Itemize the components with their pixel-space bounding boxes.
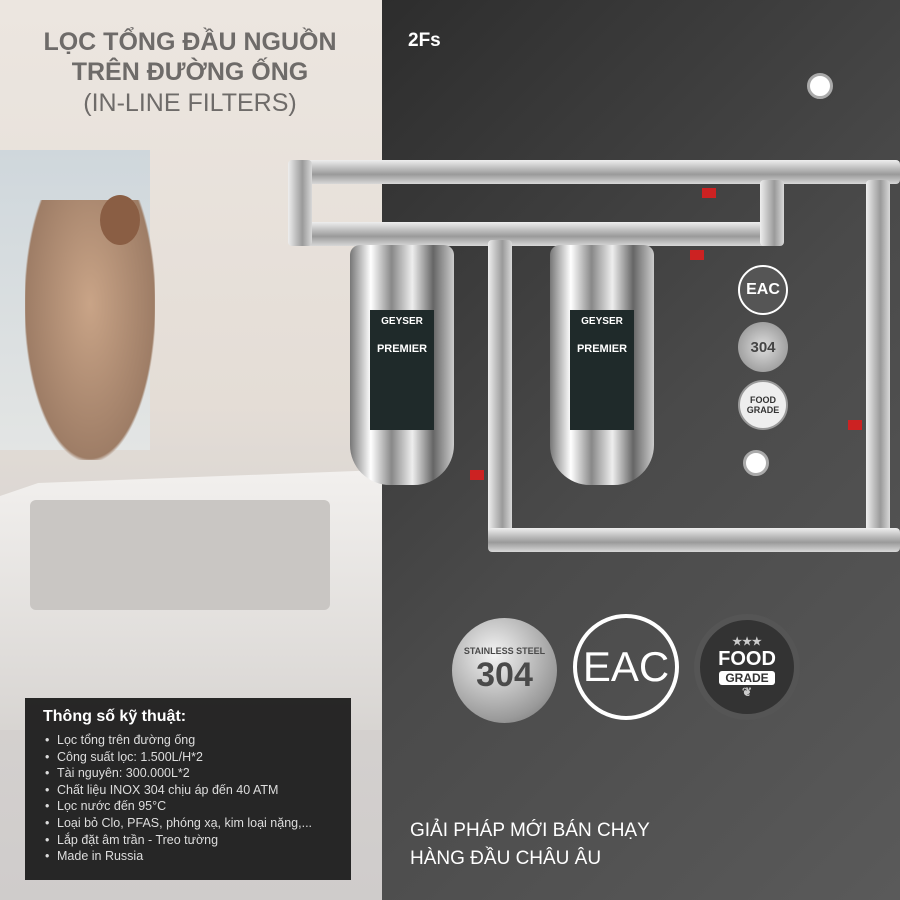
tagline-line1: GIẢI PHÁP MỚI BÁN CHẠY (410, 820, 650, 841)
valve-handle (470, 470, 484, 480)
eac-badge-small: EAC (738, 265, 788, 315)
valve-handle (702, 188, 716, 198)
pressure-gauge-bottom (743, 450, 769, 476)
pipe-bottom (488, 528, 900, 552)
woman-figure (25, 200, 155, 460)
title-line2: TRÊN ĐƯỜNG ỐNG (71, 58, 309, 86)
tagline-line2: HÀNG ĐẦU CHÂU ÂU (410, 848, 602, 869)
spec-item: Lắp đặt âm trần - Treo tường (43, 832, 333, 849)
filter-housing-1: GEYSER PREMIER (350, 245, 454, 485)
valve-handle (690, 250, 704, 260)
stars-icon: ★★★ (732, 636, 762, 648)
pipe-vertical-center (488, 240, 512, 540)
title-line3: (IN-LINE FILTERS) (83, 89, 297, 117)
food-text: FOOD (718, 648, 776, 670)
spec-item: Công suất lọc: 1.500L/H*2 (43, 749, 333, 766)
food-text: FOOD (750, 395, 776, 405)
steel-304-badge: STAINLESS STEEL 304 (452, 618, 557, 723)
bathtub-basin (30, 500, 330, 610)
steel-number: 304 (476, 656, 533, 694)
pressure-gauge-top (807, 73, 833, 99)
pipe-vertical-right (866, 180, 890, 550)
brand-name: GEYSER (381, 316, 423, 327)
spec-item: Lọc nước đến 95°C (43, 798, 333, 815)
product-label: GEYSER PREMIER (570, 310, 634, 430)
specs-heading: Thông số kỹ thuật: (43, 708, 187, 725)
food-grade-badge: ★★★ FOOD GRADE ❦ (694, 614, 800, 720)
spec-item: Made in Russia (43, 848, 333, 865)
woman-head (100, 195, 140, 245)
grade-text: GRADE (746, 405, 780, 415)
specs-box: Thông số kỹ thuật: Lọc tổng trên đường ố… (25, 698, 351, 880)
steel-304-badge-small: 304 (738, 322, 788, 372)
filter-housing-2: GEYSER PREMIER (550, 245, 654, 485)
eac-text: EAC (582, 643, 670, 690)
spec-item: Chất liệu INOX 304 chịu áp đến 40 ATM (43, 782, 333, 799)
model-name: PREMIER (576, 343, 628, 355)
brand-name: GEYSER (581, 316, 623, 327)
steel-number: 304 (750, 338, 776, 356)
pipe-middle (290, 222, 780, 246)
title-line1: LỌC TỔNG ĐẦU NGUỒN (43, 28, 337, 56)
leaf-icon: ❦ (741, 685, 753, 699)
spec-item: Tài nguyên: 300.000L*2 (43, 765, 333, 782)
steel-label: STAINLESS STEEL (463, 646, 546, 656)
spec-item: Loại bỏ Clo, PFAS, phóng xạ, kim loại nặ… (43, 815, 333, 832)
model-name: PREMIER (376, 343, 428, 355)
grade-text: GRADE (719, 671, 775, 685)
model-code: 2Fs (408, 30, 441, 51)
product-label: GEYSER PREMIER (370, 310, 434, 430)
specs-list: Lọc tổng trên đường ống Công suất lọc: 1… (43, 732, 333, 865)
pipe-top (290, 160, 900, 184)
valve-handle (848, 420, 862, 430)
pipe-right-bend (760, 180, 784, 246)
eac-text: EAC (746, 281, 780, 298)
spec-item: Lọc tổng trên đường ống (43, 732, 333, 749)
eac-badge: EAC (573, 614, 679, 720)
pipe-left-bend (288, 160, 312, 246)
